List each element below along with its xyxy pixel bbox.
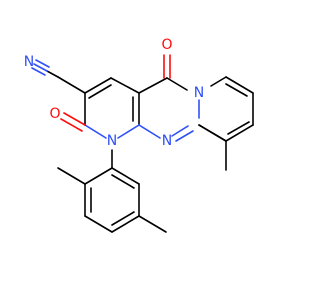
aryl-bond-3 <box>84 215 113 233</box>
atom-n-ring1: N <box>107 133 117 149</box>
ring-c-bond-2 <box>225 124 254 142</box>
ring-b-bond-5 <box>138 124 161 139</box>
ring-a-bond-4 <box>117 124 140 139</box>
ring-b-bond-1 <box>138 77 168 94</box>
methyl-meta-bond <box>138 215 167 233</box>
ring-b-bond-4-double <box>171 125 189 137</box>
atom-n-ring-right: N <box>194 85 204 101</box>
nitrile-triple-bond-2 <box>35 59 50 68</box>
atom-n-nitrile: N <box>24 54 34 70</box>
carbonyl-left-bond-2 <box>60 118 83 132</box>
aryl-bond-6-double <box>111 174 135 189</box>
atom-o-left: O <box>49 106 60 122</box>
aryl-bond-6 <box>111 167 140 185</box>
molecule-structure-diagram: N O O N N N <box>24 37 254 233</box>
nitrile-bond-c-carbon <box>46 70 59 78</box>
ring-a-bond-2 <box>110 77 140 94</box>
nitrile-triple-bond-3 <box>31 67 46 76</box>
atom-labels: N O O N N N <box>24 37 204 149</box>
ring-a-bond-5 <box>84 124 107 139</box>
nitrile-c-ring-bond <box>57 76 86 94</box>
ring-c-bond-6 <box>198 124 227 142</box>
ring-c-bond-4-double <box>225 83 248 97</box>
aryl-bond-1 <box>84 167 113 185</box>
ring-b-bond-2 <box>166 77 188 91</box>
bond-layer <box>31 54 254 233</box>
ring-b-bond-4 <box>175 130 194 142</box>
atom-n-ring-bottom: N <box>162 133 172 149</box>
nitrile-triple-bond-1 <box>33 63 48 72</box>
ring-a-bond-1-double <box>88 84 112 99</box>
methyl-ortho-bond <box>57 167 86 185</box>
aryl-bond-4-double <box>111 211 135 226</box>
ring-c-bond-4 <box>225 76 254 94</box>
ring-c-bond-2-double <box>227 121 250 135</box>
ring-c-bond-5 <box>210 76 227 87</box>
atom-o-top: O <box>161 37 172 53</box>
aryl-bond-4 <box>111 215 140 233</box>
carbonyl-left-bond-1 <box>63 112 86 126</box>
ring-a-bond-1 <box>84 77 112 94</box>
